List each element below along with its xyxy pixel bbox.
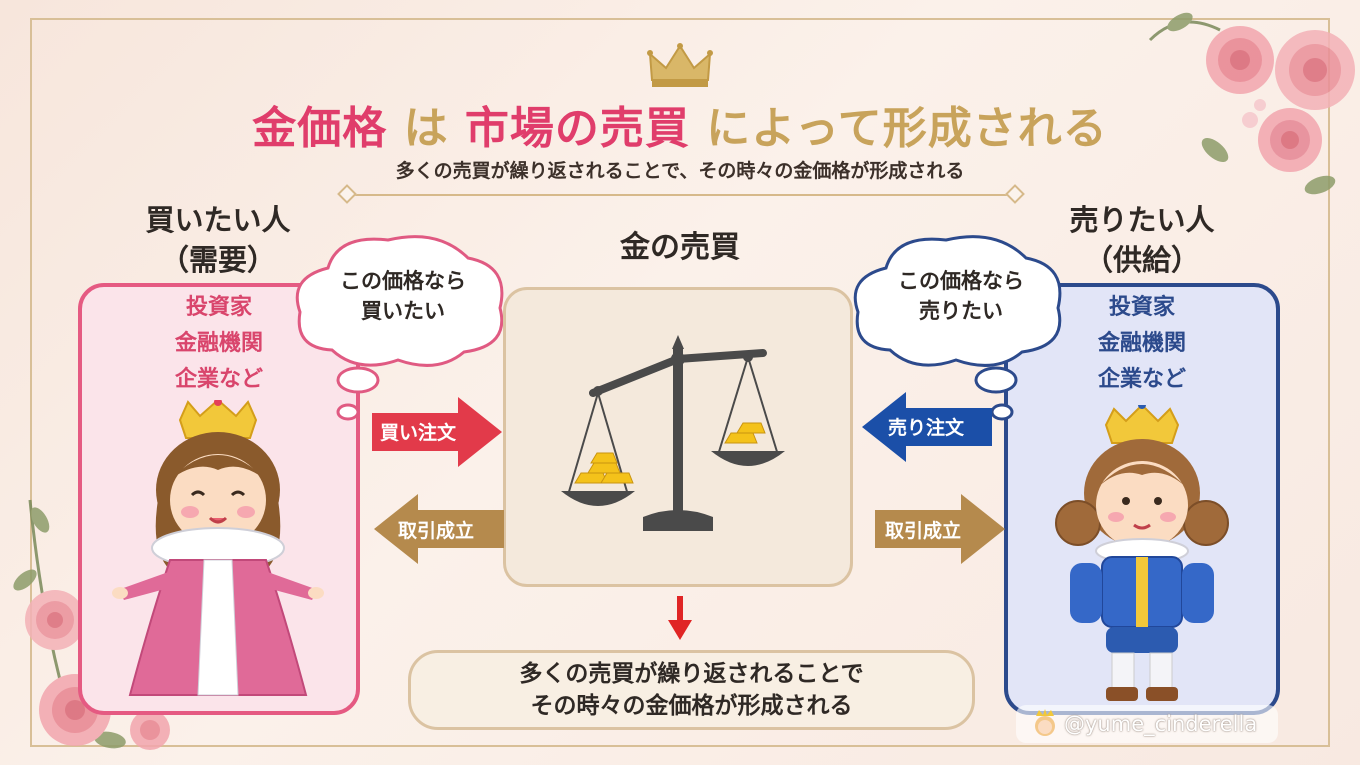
title-part-market: 市場の売買 xyxy=(464,103,690,154)
buyer-bubble-line2: 買いたい xyxy=(361,299,445,323)
buy-order-label: 買い注文 xyxy=(380,422,457,444)
deal-arrow-left xyxy=(374,494,504,564)
handle-text: @yume_cinderella xyxy=(1064,712,1258,736)
seller-item: 金融機関 xyxy=(1097,331,1186,356)
deal-arrow-right xyxy=(875,494,1005,564)
rose-decoration-top-right xyxy=(1148,12,1355,195)
result-line1: 多くの売買が繰り返されることで xyxy=(519,661,864,687)
princess-illustration xyxy=(112,400,324,696)
title-part-gold-price: 金価格 xyxy=(252,103,388,154)
crown-icon xyxy=(647,43,713,87)
title-part-formed: によって形成される xyxy=(689,103,1108,154)
gold-bar-icon-right xyxy=(724,422,766,444)
deal-label-left: 取引成立 xyxy=(398,520,475,542)
thought-bubble-seller xyxy=(853,235,1062,421)
seller-heading-line2: （供給） xyxy=(1083,243,1200,277)
sell-order-label: 売り注文 xyxy=(888,417,965,439)
result-text: 多くの売買が繰り返されることで その時々の金価格が形成される xyxy=(408,658,975,722)
seller-item: 投資家 xyxy=(1108,295,1175,320)
page-title: 金価格 は 市場の売買 によって形成される xyxy=(0,92,1360,156)
result-line2: その時々の金価格が形成される xyxy=(530,693,853,719)
buyer-item: 金融機関 xyxy=(174,331,263,356)
buyer-list: 投資家 金融機関 企業など xyxy=(78,290,360,398)
buyer-heading: 買いたい人 （需要） xyxy=(98,200,338,280)
seller-item: 企業など xyxy=(1097,367,1186,392)
title-part-wa: は xyxy=(387,103,465,154)
prince-illustration xyxy=(1055,405,1229,701)
handle-badge xyxy=(1016,705,1278,743)
page-subtitle: 多くの売買が繰り返されることで、その時々の金価格が形成される xyxy=(395,160,965,182)
buyer-heading-line1: 買いたい人 xyxy=(145,203,291,237)
deal-label-right: 取引成立 xyxy=(885,520,962,542)
subtitle-divider xyxy=(350,194,1010,196)
seller-list: 投資家 金融機関 企業など xyxy=(1004,290,1280,398)
seller-heading-line1: 売りたい人 xyxy=(1069,203,1215,237)
buyer-heading-line2: （需要） xyxy=(159,243,276,277)
center-title: 金の売買 xyxy=(620,230,740,265)
down-arrow-icon xyxy=(668,596,692,640)
seller-bubble-line1: この価格なら xyxy=(898,269,1024,293)
result-box xyxy=(408,650,975,730)
buyer-bubble-line1: この価格なら xyxy=(340,269,466,293)
sell-order-arrow xyxy=(862,392,992,462)
buy-order-arrow xyxy=(372,397,502,467)
princess-emoji-icon xyxy=(1035,709,1055,736)
gold-bar-icon-left xyxy=(574,452,634,484)
seller-bubble-text: この価格なら 売りたい xyxy=(858,266,1064,326)
seller-heading: 売りたい人 （供給） xyxy=(1022,200,1262,280)
seller-bubble-line2: 売りたい xyxy=(919,299,1003,323)
buyer-item: 企業など xyxy=(174,367,263,392)
balance-scale-icon xyxy=(561,335,785,531)
thought-bubble-buyer xyxy=(295,235,504,421)
buyer-bubble-text: この価格なら 買いたい xyxy=(300,266,506,326)
gold-frame xyxy=(30,18,1330,747)
buyer-item: 投資家 xyxy=(185,295,252,320)
